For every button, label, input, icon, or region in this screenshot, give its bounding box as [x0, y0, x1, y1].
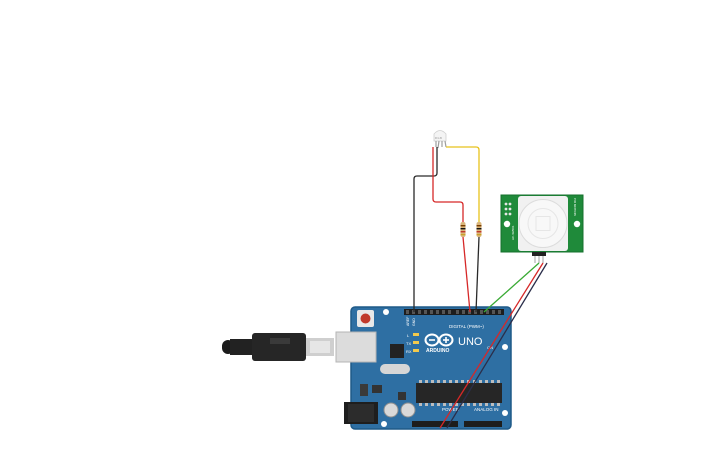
capacitor — [383, 402, 399, 418]
wire-pir-gnd-navy[interactable] — [446, 262, 548, 429]
board-brand: ARDUINO — [426, 348, 449, 354]
resistor-1[interactable] — [460, 222, 466, 237]
arduino-logo-icon — [424, 333, 454, 347]
wire-pir-vcc-red[interactable] — [439, 262, 544, 429]
resistor-2[interactable] — [476, 222, 482, 237]
board-model: UNO — [458, 336, 483, 348]
led-l-label: L — [407, 333, 410, 338]
digital-header[interactable] — [404, 309, 504, 315]
analog-header[interactable] — [464, 421, 502, 427]
wire-pir-out-green[interactable] — [483, 262, 540, 313]
crystal — [380, 364, 410, 374]
pir-motion-sensor[interactable]: HC-SR501 PIR MOTION — [500, 194, 584, 263]
capacitor — [400, 402, 416, 418]
gnd-label: GND — [412, 318, 416, 326]
usb-b-jack — [335, 331, 377, 363]
led-tx-label: TX — [406, 341, 411, 346]
pir-right-label: PIR MOTION — [573, 198, 577, 216]
led-rx-label: RX — [406, 349, 412, 354]
analog-label: ANALOG IN — [474, 407, 499, 412]
aref-label: AREF — [406, 317, 410, 326]
led-pin-labels: R G B — [435, 137, 442, 140]
arduino-uno-board[interactable]: AREF GND DIGITAL (PWM~) L TX RX UNO ARDU… — [335, 306, 512, 430]
rgb-led[interactable]: R G B — [433, 130, 447, 149]
atmega-chip — [416, 383, 502, 403]
power-header[interactable] — [412, 421, 458, 427]
wire-resistor2-pin[interactable] — [475, 236, 480, 313]
wire-resistor1-pin[interactable] — [462, 236, 471, 313]
usb-cable[interactable] — [222, 333, 334, 361]
digital-label: DIGITAL (PWM~) — [449, 324, 484, 329]
wire-led-yellow[interactable] — [446, 146, 480, 222]
pir-left-label: HC-SR501 — [511, 225, 515, 240]
wire-led-red[interactable] — [432, 147, 464, 222]
wire-led-gnd[interactable] — [413, 147, 438, 312]
pir-dome — [518, 199, 568, 248]
